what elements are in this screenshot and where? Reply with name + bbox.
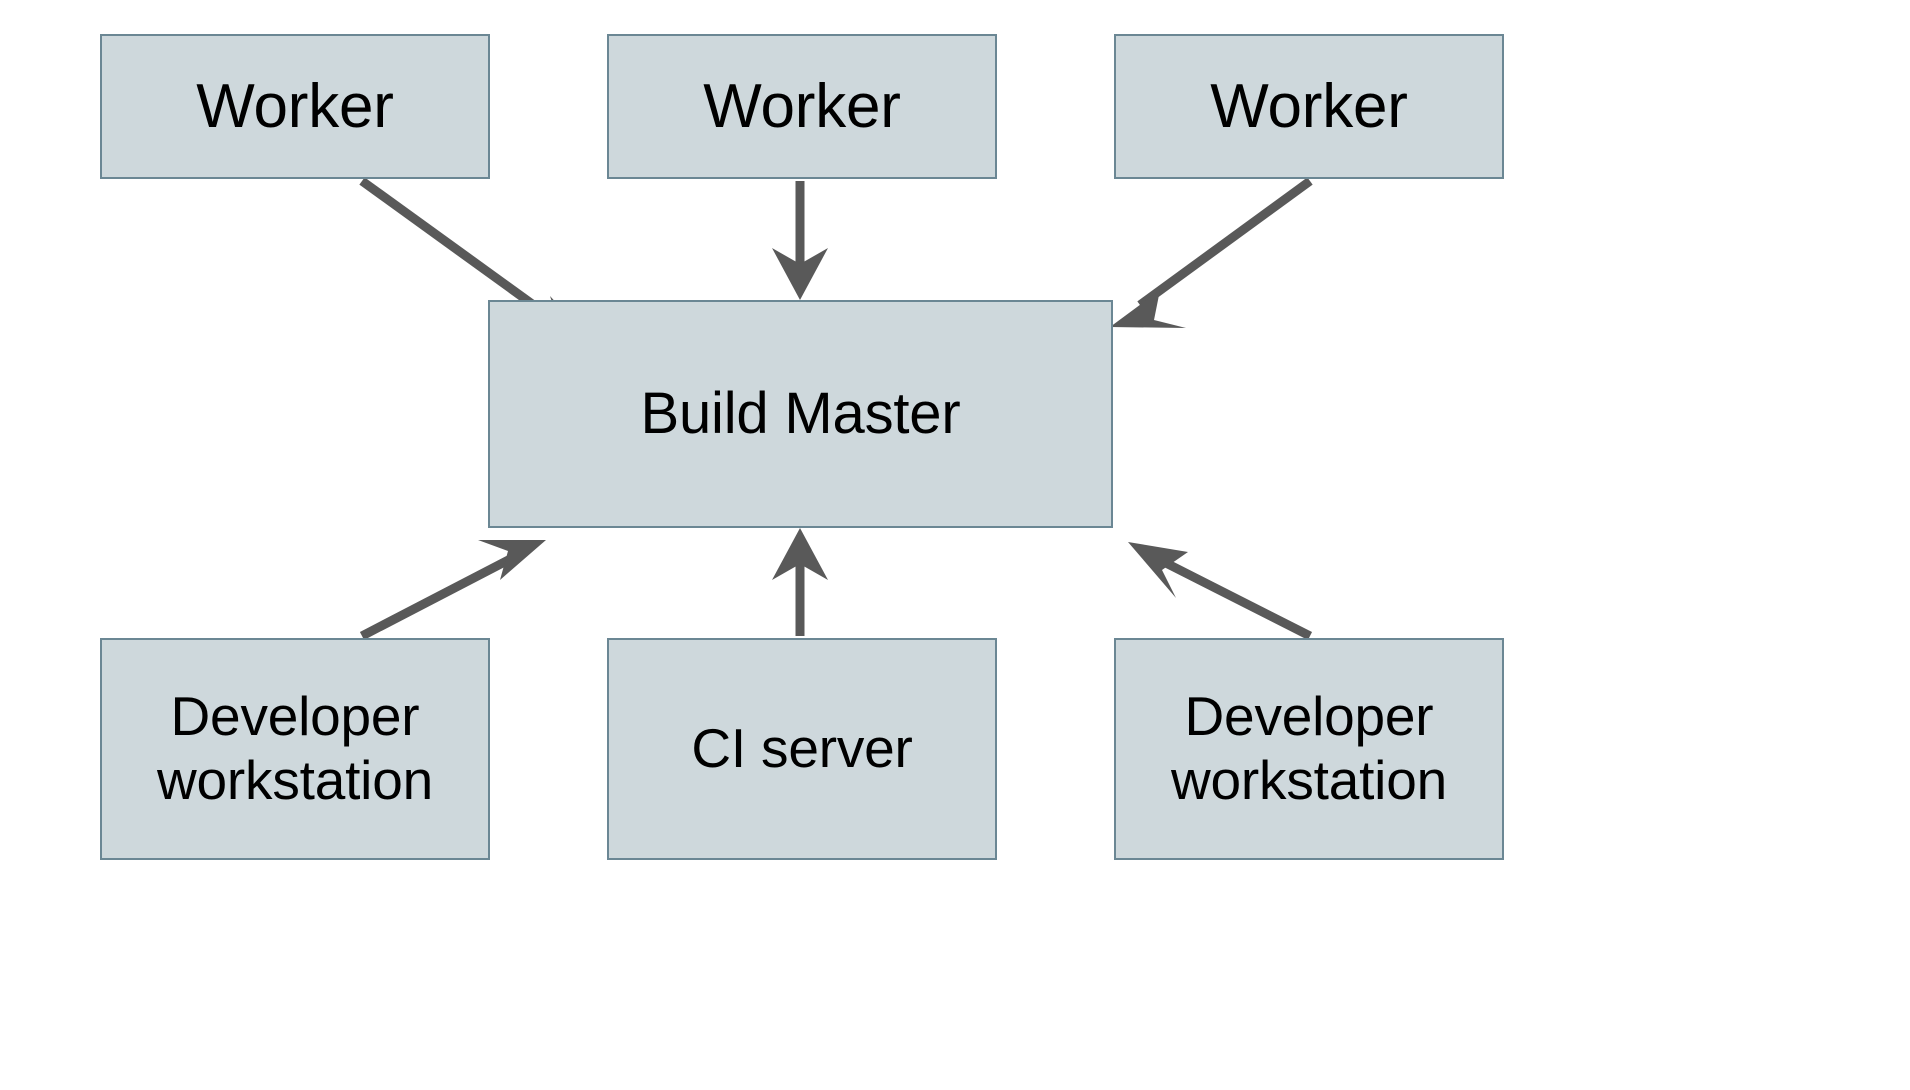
node-build-master[interactable]: Build Master: [488, 300, 1113, 528]
node-ci-server-label: CI server: [691, 717, 913, 780]
node-worker-3[interactable]: Worker: [1114, 34, 1504, 179]
node-worker-2-label: Worker: [703, 71, 901, 141]
node-worker-3-label: Worker: [1210, 71, 1408, 141]
node-build-master-label: Build Master: [640, 381, 961, 447]
node-worker-2[interactable]: Worker: [607, 34, 997, 179]
edge-dev-right-to-build-master: [1128, 542, 1313, 641]
node-worker-1-label: Worker: [196, 71, 394, 141]
edge-dev-left-to-build-master: [359, 540, 546, 640]
node-developer-workstation-right-label: Developer workstation: [1171, 685, 1447, 811]
node-developer-workstation-right[interactable]: Developer workstation: [1114, 638, 1504, 860]
node-developer-workstation-left[interactable]: Developer workstation: [100, 638, 490, 860]
edge-ci-server-to-build-master: [772, 528, 828, 636]
edge-worker-2-to-build-master: [772, 181, 828, 300]
node-worker-1[interactable]: Worker: [100, 34, 490, 179]
node-ci-server[interactable]: CI server: [607, 638, 997, 860]
node-developer-workstation-left-label: Developer workstation: [157, 685, 433, 811]
edge-worker-3-to-build-master: [1110, 177, 1313, 328]
